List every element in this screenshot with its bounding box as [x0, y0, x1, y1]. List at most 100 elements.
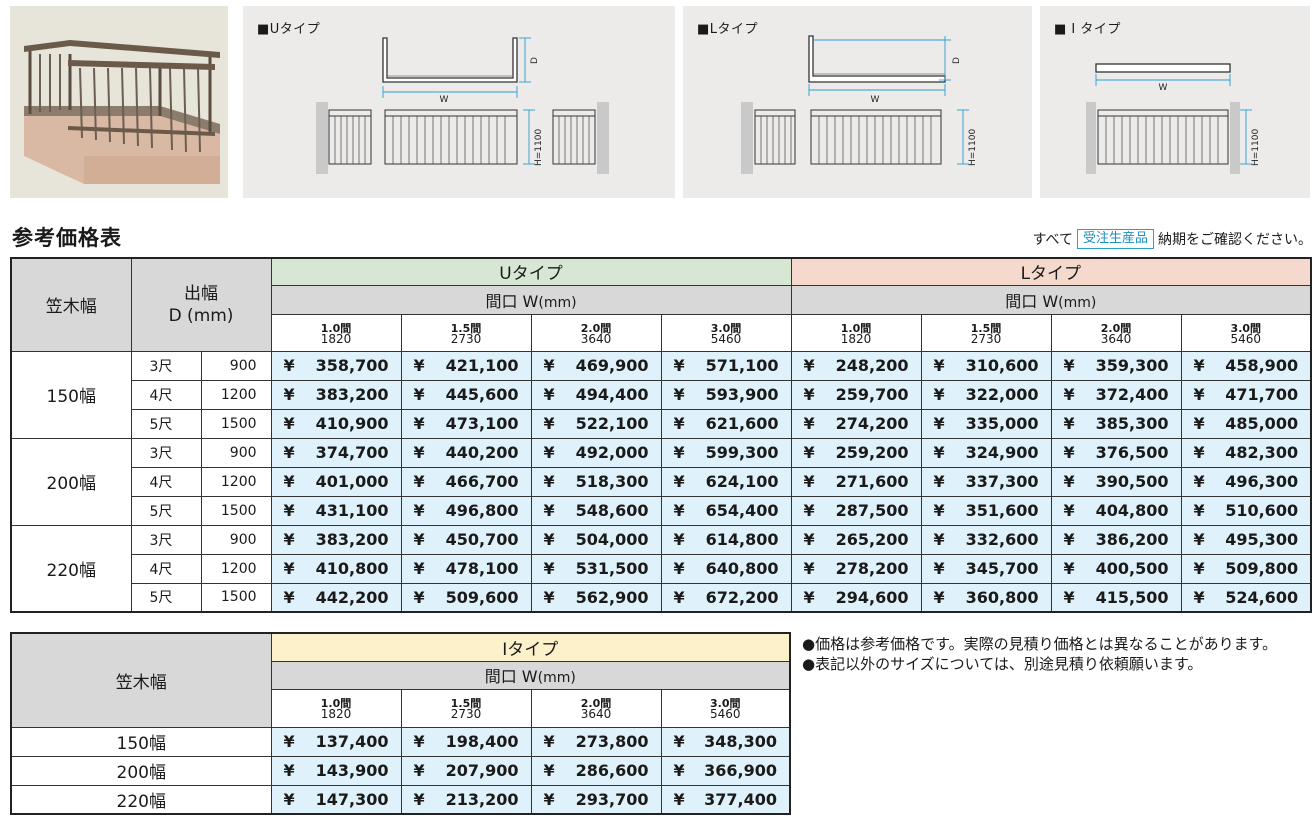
yen-sign: ¥	[933, 530, 945, 549]
price-value: 377,400	[704, 789, 778, 809]
shaku-cell: 3尺	[130, 350, 202, 381]
depth-mm-cell: 900	[200, 524, 272, 555]
yen-sign: ¥	[803, 443, 815, 462]
price-cell: ¥376,500	[1050, 437, 1182, 468]
l-maguchi-unit: (mm)	[1058, 294, 1097, 311]
yen-sign: ¥	[413, 761, 425, 780]
u-type-drawing: W D H=1100	[316, 37, 609, 174]
price-value: 522,100	[575, 414, 649, 433]
price-cell: ¥621,600	[660, 408, 792, 439]
price-cell: ¥401,000	[270, 466, 402, 497]
table-row: 150幅¥137,400¥198,400¥273,800¥348,300	[10, 726, 791, 757]
price-cell: ¥469,900	[530, 350, 662, 381]
yen-sign: ¥	[933, 472, 945, 491]
col-mm: 1820	[840, 331, 872, 346]
price-cell: ¥322,000	[920, 379, 1052, 410]
price-value: 431,100	[315, 501, 389, 520]
notes: ●価格は参考価格です。実際の見積り価格とは異なることがあります。 ●表記以外のサ…	[802, 634, 1310, 674]
yen-sign: ¥	[1193, 587, 1205, 607]
col-ken: 1.0間	[840, 321, 872, 335]
price-cell: ¥348,300	[660, 726, 791, 757]
header-l-type: Lタイプ	[790, 257, 1312, 286]
yen-sign: ¥	[413, 472, 425, 491]
price-value: 672,200	[705, 587, 779, 607]
l-type-drawing: W D H=1100	[741, 35, 978, 174]
price-value: 571,100	[705, 356, 779, 375]
shaku-cell: 4尺	[130, 553, 202, 584]
price-cell: ¥599,300	[660, 437, 792, 468]
note-1: ●価格は参考価格です。実際の見積り価格とは異なることがあります。	[802, 635, 1278, 653]
yen-sign: ¥	[283, 501, 295, 520]
kasagi-label: 200幅	[10, 437, 132, 526]
price-value: 509,600	[445, 587, 519, 607]
price-cell: ¥143,900	[270, 755, 402, 786]
price-value: 351,600	[965, 501, 1039, 520]
yen-sign: ¥	[543, 414, 555, 433]
price-cell: ¥259,700	[790, 379, 922, 410]
price-value: 458,900	[1225, 356, 1299, 375]
price-value: 259,200	[835, 443, 909, 462]
price-cell: ¥337,300	[920, 466, 1052, 497]
order-note-suffix: 納期をご確認ください。	[1158, 232, 1312, 248]
price-cell: ¥351,600	[920, 495, 1052, 526]
yen-sign: ¥	[673, 501, 685, 520]
yen-sign: ¥	[1193, 385, 1205, 404]
depth-mm-cell: 1500	[200, 582, 272, 613]
price-value: 248,200	[835, 356, 909, 375]
price-cell: ¥410,800	[270, 553, 402, 584]
price-cell: ¥324,900	[920, 437, 1052, 468]
yen-sign: ¥	[933, 414, 945, 433]
made-to-order-badge: 受注生産品	[1076, 229, 1154, 249]
price-value: 332,600	[965, 530, 1039, 549]
yen-sign: ¥	[933, 356, 945, 375]
yen-sign: ¥	[413, 587, 425, 607]
table-row: 200幅¥143,900¥207,900¥286,600¥366,900	[10, 755, 791, 786]
yen-sign: ¥	[283, 356, 295, 375]
yen-sign: ¥	[543, 732, 555, 751]
header-dehaba-unit: D (mm)	[168, 305, 234, 326]
order-note: すべて 受注生産品 納期をご確認ください。	[1033, 229, 1312, 249]
yen-sign: ¥	[673, 559, 685, 578]
col-ken: 1.5間	[970, 321, 1002, 335]
l-type-diagram: ■Lタイプ W D	[683, 6, 1032, 198]
yen-sign: ¥	[413, 356, 425, 375]
price-value: 510,600	[1225, 501, 1299, 520]
price-cell: ¥496,800	[400, 495, 532, 526]
price-value: 473,100	[445, 414, 519, 433]
price-cell: ¥137,400	[270, 726, 402, 757]
i-maguchi-label: 間口 W	[484, 667, 538, 686]
yen-sign: ¥	[413, 385, 425, 404]
price-cell: ¥415,500	[1050, 582, 1182, 613]
price-table-ul: 笠木幅 出幅 D (mm) Uタイプ Lタイプ 間口 W(mm) 間口 W(mm…	[10, 257, 1313, 613]
u-type-label: ■Uタイプ	[257, 22, 321, 37]
yen-sign: ¥	[803, 472, 815, 491]
price-cell: ¥359,300	[1050, 350, 1182, 381]
price-cell: ¥287,500	[790, 495, 922, 526]
price-cell: ¥531,500	[530, 553, 662, 584]
price-value: 492,000	[575, 443, 649, 462]
depth-mm-cell: 1200	[200, 379, 272, 410]
l-maguchi-label: 間口 W	[1005, 291, 1059, 311]
yen-sign: ¥	[1193, 530, 1205, 549]
yen-sign: ¥	[543, 472, 555, 491]
yen-sign: ¥	[1063, 385, 1075, 404]
price-value: 421,100	[445, 356, 519, 375]
yen-sign: ¥	[1063, 472, 1075, 491]
header-i-type: Iタイプ	[270, 632, 791, 662]
yen-sign: ¥	[803, 530, 815, 549]
price-value: 358,700	[315, 356, 389, 375]
shaku-cell: 3尺	[130, 524, 202, 555]
yen-sign: ¥	[413, 414, 425, 433]
depth-mm-cell: 1200	[200, 553, 272, 584]
yen-sign: ¥	[803, 501, 815, 520]
yen-sign: ¥	[543, 761, 555, 780]
kasagi-label: 200幅	[10, 755, 272, 786]
price-value: 621,600	[705, 414, 779, 433]
